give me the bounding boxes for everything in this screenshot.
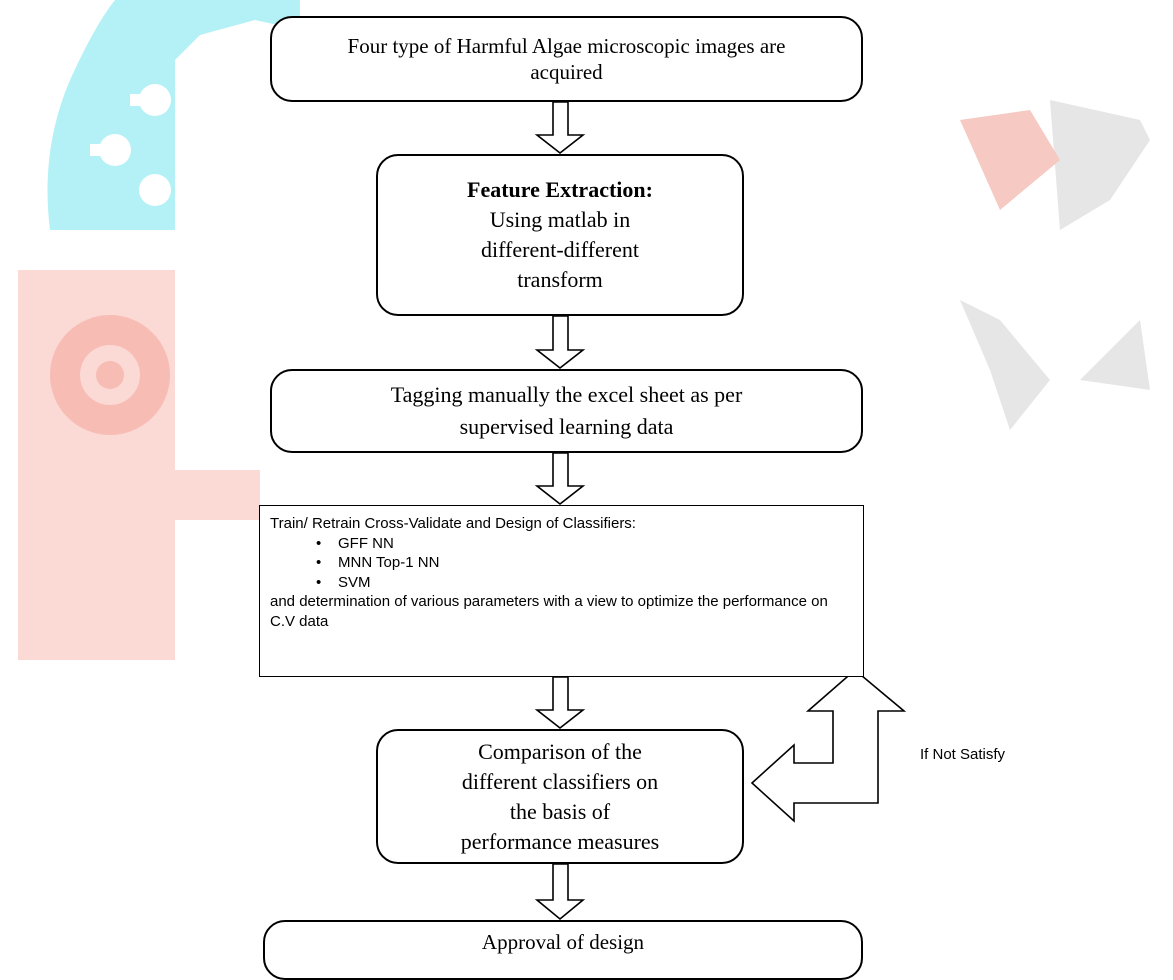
classifier-list: GFF NN MNN Top-1 NN SVM [270,534,439,593]
comparison-line: different classifiers on [461,768,659,794]
feedback-arrow [750,668,907,823]
step-feature-extraction: Feature Extraction: Using matlab in diff… [376,154,744,316]
comparison-line: performance measures [460,828,660,854]
step-approval: Approval of design [263,920,863,980]
comparison-line: Comparison of the [478,738,642,764]
feature-extraction-line: transform [517,267,603,292]
train-classifiers-heading: Train/ Retrain Cross-Validate and Design… [270,515,636,532]
classifier-item: SVM [270,573,439,593]
classifier-item: GFF NN [270,534,439,554]
down-arrow-3 [534,452,586,506]
feedback-label: If Not Satisfy [920,746,1006,763]
step-acquire-images-text: Four type of Harmful Algae microscopic i… [347,34,786,84]
down-arrow-2 [534,315,586,370]
down-arrow-5 [534,863,586,921]
classifier-item: MNN Top-1 NN [270,553,439,573]
train-classifiers-footer: and determination of various parameters … [270,593,828,630]
step-approval-text: Approval of design [481,930,645,954]
down-arrow-4 [534,676,586,730]
step-acquire-images: Four type of Harmful Algae microscopic i… [270,16,863,102]
comparison-line: the basis of [509,798,611,824]
feature-extraction-line: different-different [481,237,639,262]
feature-extraction-title: Feature Extraction: [467,177,653,202]
step-train-classifiers: Train/ Retrain Cross-Validate and Design… [259,505,864,677]
step-comparison: Comparison of the different classifiers … [376,729,744,864]
step-tagging-text: Tagging manually the excel sheet as per … [390,382,743,439]
feature-extraction-line: Using matlab in [489,207,631,232]
down-arrow-1 [534,101,586,155]
step-tagging: Tagging manually the excel sheet as per … [270,369,863,453]
